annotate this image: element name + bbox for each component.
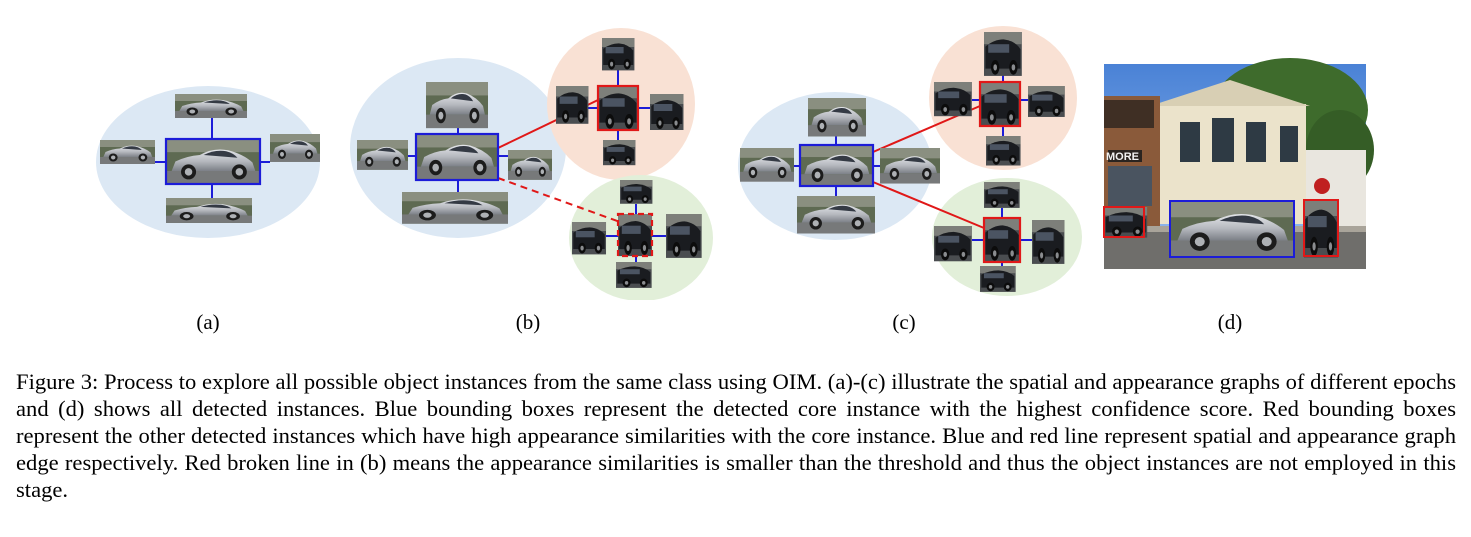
core-bounding-box: [798, 143, 875, 188]
core-bounding-box: [414, 132, 500, 182]
instance-bounding-box: [982, 216, 1022, 264]
dark-car-patch: [980, 266, 1016, 292]
silver-car-patch: [357, 140, 408, 170]
subfigure-label-b: (b): [515, 310, 541, 334]
dark-car-patch: [556, 86, 589, 124]
core-instance-patch: [1170, 201, 1294, 257]
dark-car-patch: [1104, 207, 1148, 238]
silver-car-patch: [402, 192, 508, 224]
subfigure-c: [738, 26, 1082, 296]
dark-car-patch: [934, 226, 972, 262]
instance-bounding-box: [978, 80, 1022, 128]
dark-car-patch: [1032, 220, 1065, 264]
silver-car-patch: [508, 150, 552, 180]
instance-patch: [984, 218, 1021, 262]
instance-patch: [980, 82, 1020, 126]
instance-bounding-box-dashed: [616, 212, 654, 258]
silver-car-patch: [808, 98, 866, 137]
subfigure-label-d: (d): [1217, 310, 1243, 334]
silver-car-patch: [426, 82, 488, 129]
caption-text: Figure 3: Process to explore all possibl…: [16, 369, 1456, 502]
dark-car-patch: [986, 136, 1021, 166]
dark-car-patch: [666, 214, 702, 258]
dark-car-patch: [620, 180, 653, 204]
core-bounding-box: [164, 137, 262, 186]
broken-appearance-edge: [497, 177, 621, 223]
dark-car-patch: [984, 32, 1022, 76]
silver-car-patch: [166, 198, 252, 223]
dark-car-patch: [650, 94, 684, 130]
core-bounding-box: [1169, 200, 1295, 258]
dark-car-patch: [1028, 86, 1065, 117]
subfigure-label-c: (c): [892, 310, 916, 334]
subfigure-d: MORE: [1103, 58, 1374, 269]
core-instance-patch: [800, 145, 873, 187]
spatial-edges: [155, 118, 270, 200]
instance-patch: [598, 86, 638, 130]
core-instance-patch: [416, 134, 498, 181]
spatial-edges: [794, 74, 1032, 266]
silver-car-patch: [740, 148, 794, 182]
subfigure-b: [350, 28, 713, 300]
instance-bounding-box: [596, 84, 640, 132]
dark-car-patch: [572, 222, 607, 255]
figure-caption: Figure 3: Process to explore all possibl…: [16, 368, 1456, 503]
silver-car-patch: [880, 148, 940, 184]
subfigure-a: [96, 86, 320, 238]
figure-3-illustration: MORE: [96, 26, 1374, 300]
silver-car-patch: [175, 94, 247, 118]
silver-car-patch: [797, 196, 875, 234]
instance-patch: [618, 214, 653, 257]
silver-car-patch: [270, 134, 320, 162]
core-instance-patch: [166, 139, 260, 185]
instance-bounding-box: [1103, 206, 1145, 238]
silver-car-patch: [100, 140, 155, 164]
subfigure-label-a: (a): [196, 310, 220, 334]
appearance-edge: [872, 181, 985, 229]
dark-car-patch: [984, 182, 1020, 208]
dark-car-patch: [934, 82, 972, 117]
dark-car-patch: [603, 140, 636, 166]
dark-car-patch: [616, 262, 652, 288]
instance-bounding-box: [1303, 199, 1339, 257]
dark-car-patch: [1304, 200, 1339, 258]
dark-car-patch: [602, 38, 635, 71]
store-sign: MORE: [1106, 151, 1139, 163]
